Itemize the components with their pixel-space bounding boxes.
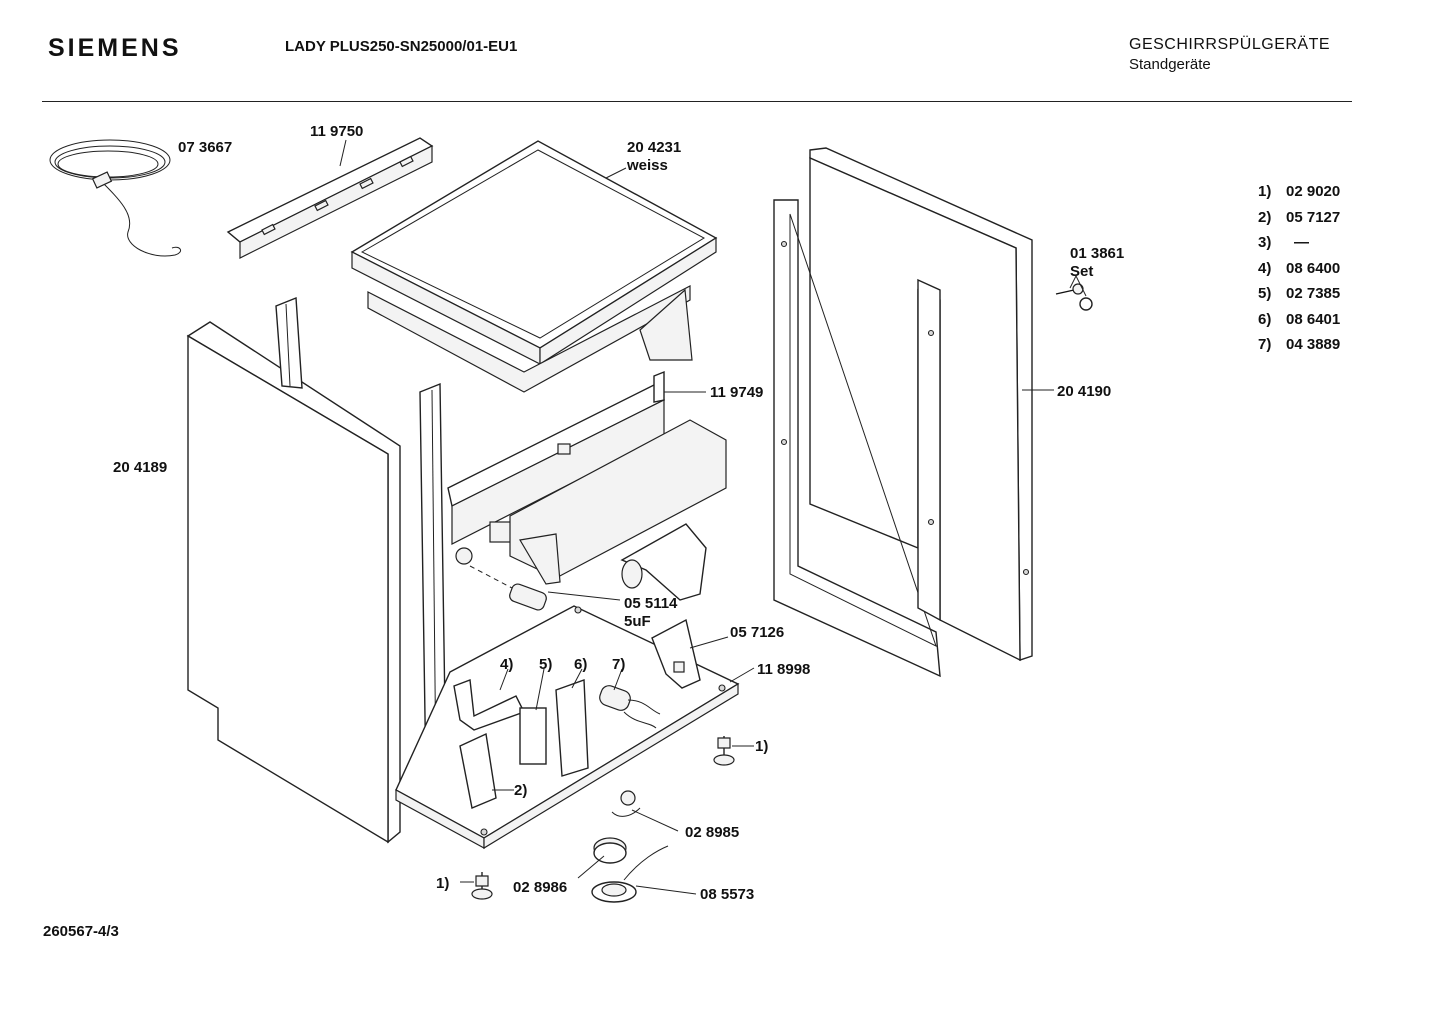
callout-7: 7): [612, 656, 625, 673]
callout-1-right-foot: 1): [755, 738, 768, 755]
worktop-drawing: [350, 140, 718, 366]
category-title: GESCHIRRSPÜLGERÄTE: [1129, 36, 1331, 53]
legend-value: 04 3889: [1286, 336, 1341, 353]
insulation-block-drawing: [509, 419, 727, 585]
legend-value: 02 7385: [1286, 285, 1341, 302]
legend-value: —: [1294, 234, 1309, 251]
label-worktop-color: weiss: [626, 157, 668, 174]
adjustable-feet-drawing: [471, 736, 735, 900]
legend-key: 6): [1258, 310, 1272, 328]
duct-fitting-drawing: [620, 523, 707, 601]
label-capacitor-value: 5uF: [624, 613, 651, 630]
callout-4: 4): [500, 656, 513, 673]
legend-row: 4) 08 6400: [1258, 259, 1340, 285]
label-left-side-panel: 20 4189: [113, 459, 167, 476]
label-capacitor-number: 05 5114: [624, 595, 678, 612]
callout-5: 5): [539, 656, 552, 673]
label-rear-rail: 11 9750: [310, 123, 363, 140]
callout-6: 6): [574, 656, 587, 673]
legend-key: 5): [1258, 285, 1272, 302]
legend-value: 02 9020: [1286, 183, 1341, 200]
callout-2: 2): [514, 782, 527, 799]
label-float: 02 8986: [513, 879, 567, 896]
left-side-panel-drawing: [186, 296, 401, 844]
model-title: LADY PLUS250-SN25000/01-EU1: [285, 38, 518, 55]
parts-legend: 1) 02 9020 2) 05 7127 3) — 4) 08 6400 5)…: [1258, 182, 1340, 361]
legend-row: 1) 02 9020: [1258, 182, 1340, 208]
rear-rail-drawing: [226, 137, 434, 259]
legend-row: 3) —: [1258, 233, 1340, 259]
legend-key: 7): [1258, 336, 1272, 353]
legend-row: 5) 02 7385: [1258, 284, 1340, 310]
label-bracket: 05 7126: [730, 624, 784, 641]
legend-key: 4): [1258, 259, 1272, 277]
power-cord-drawing: [49, 139, 182, 257]
legend-row: 6) 08 6401: [1258, 310, 1340, 336]
label-cord: 07 3667: [178, 139, 232, 156]
label-base-plate: 11 8998: [757, 661, 810, 678]
label-screw-set-number: 01 3861: [1070, 245, 1124, 262]
legend-row: 2) 05 7127: [1258, 208, 1340, 234]
legend-key: 2): [1258, 208, 1272, 226]
label-float-holder: 08 5573: [700, 886, 754, 903]
worktop-insulation-drawing: [367, 285, 693, 393]
legend-value: 05 7127: [1286, 208, 1341, 226]
float-assembly-drawing: [591, 790, 669, 903]
label-float-switch: 02 8985: [685, 824, 739, 841]
right-side-panel-drawing: [773, 147, 1033, 678]
base-components-drawing: [453, 618, 701, 809]
legend-key: 1): [1258, 183, 1272, 200]
label-front-rail: 11 9749: [710, 384, 763, 401]
header-divider: [42, 101, 1352, 102]
callout-1-left-foot: 1): [436, 875, 449, 892]
document-id: 260567-4/3: [43, 923, 119, 940]
label-screw-set-word: Set: [1070, 263, 1093, 280]
leader-lines: [339, 139, 1054, 895]
subcategory-title: Standgeräte: [1129, 56, 1211, 73]
capacitor-drawing: [469, 565, 547, 611]
front-rail-drawing: [447, 370, 665, 565]
legend-value: 08 6400: [1286, 259, 1341, 277]
legend-key: 3): [1258, 234, 1272, 251]
legend-row: 7) 04 3889: [1258, 335, 1340, 361]
brand-logo: SIEMENS: [48, 34, 182, 62]
legend-value: 08 6401: [1286, 310, 1341, 328]
label-right-side-panel: 20 4190: [1057, 383, 1111, 400]
screw-set-drawing: [1055, 275, 1093, 311]
label-worktop-number: 20 4231: [627, 139, 681, 156]
